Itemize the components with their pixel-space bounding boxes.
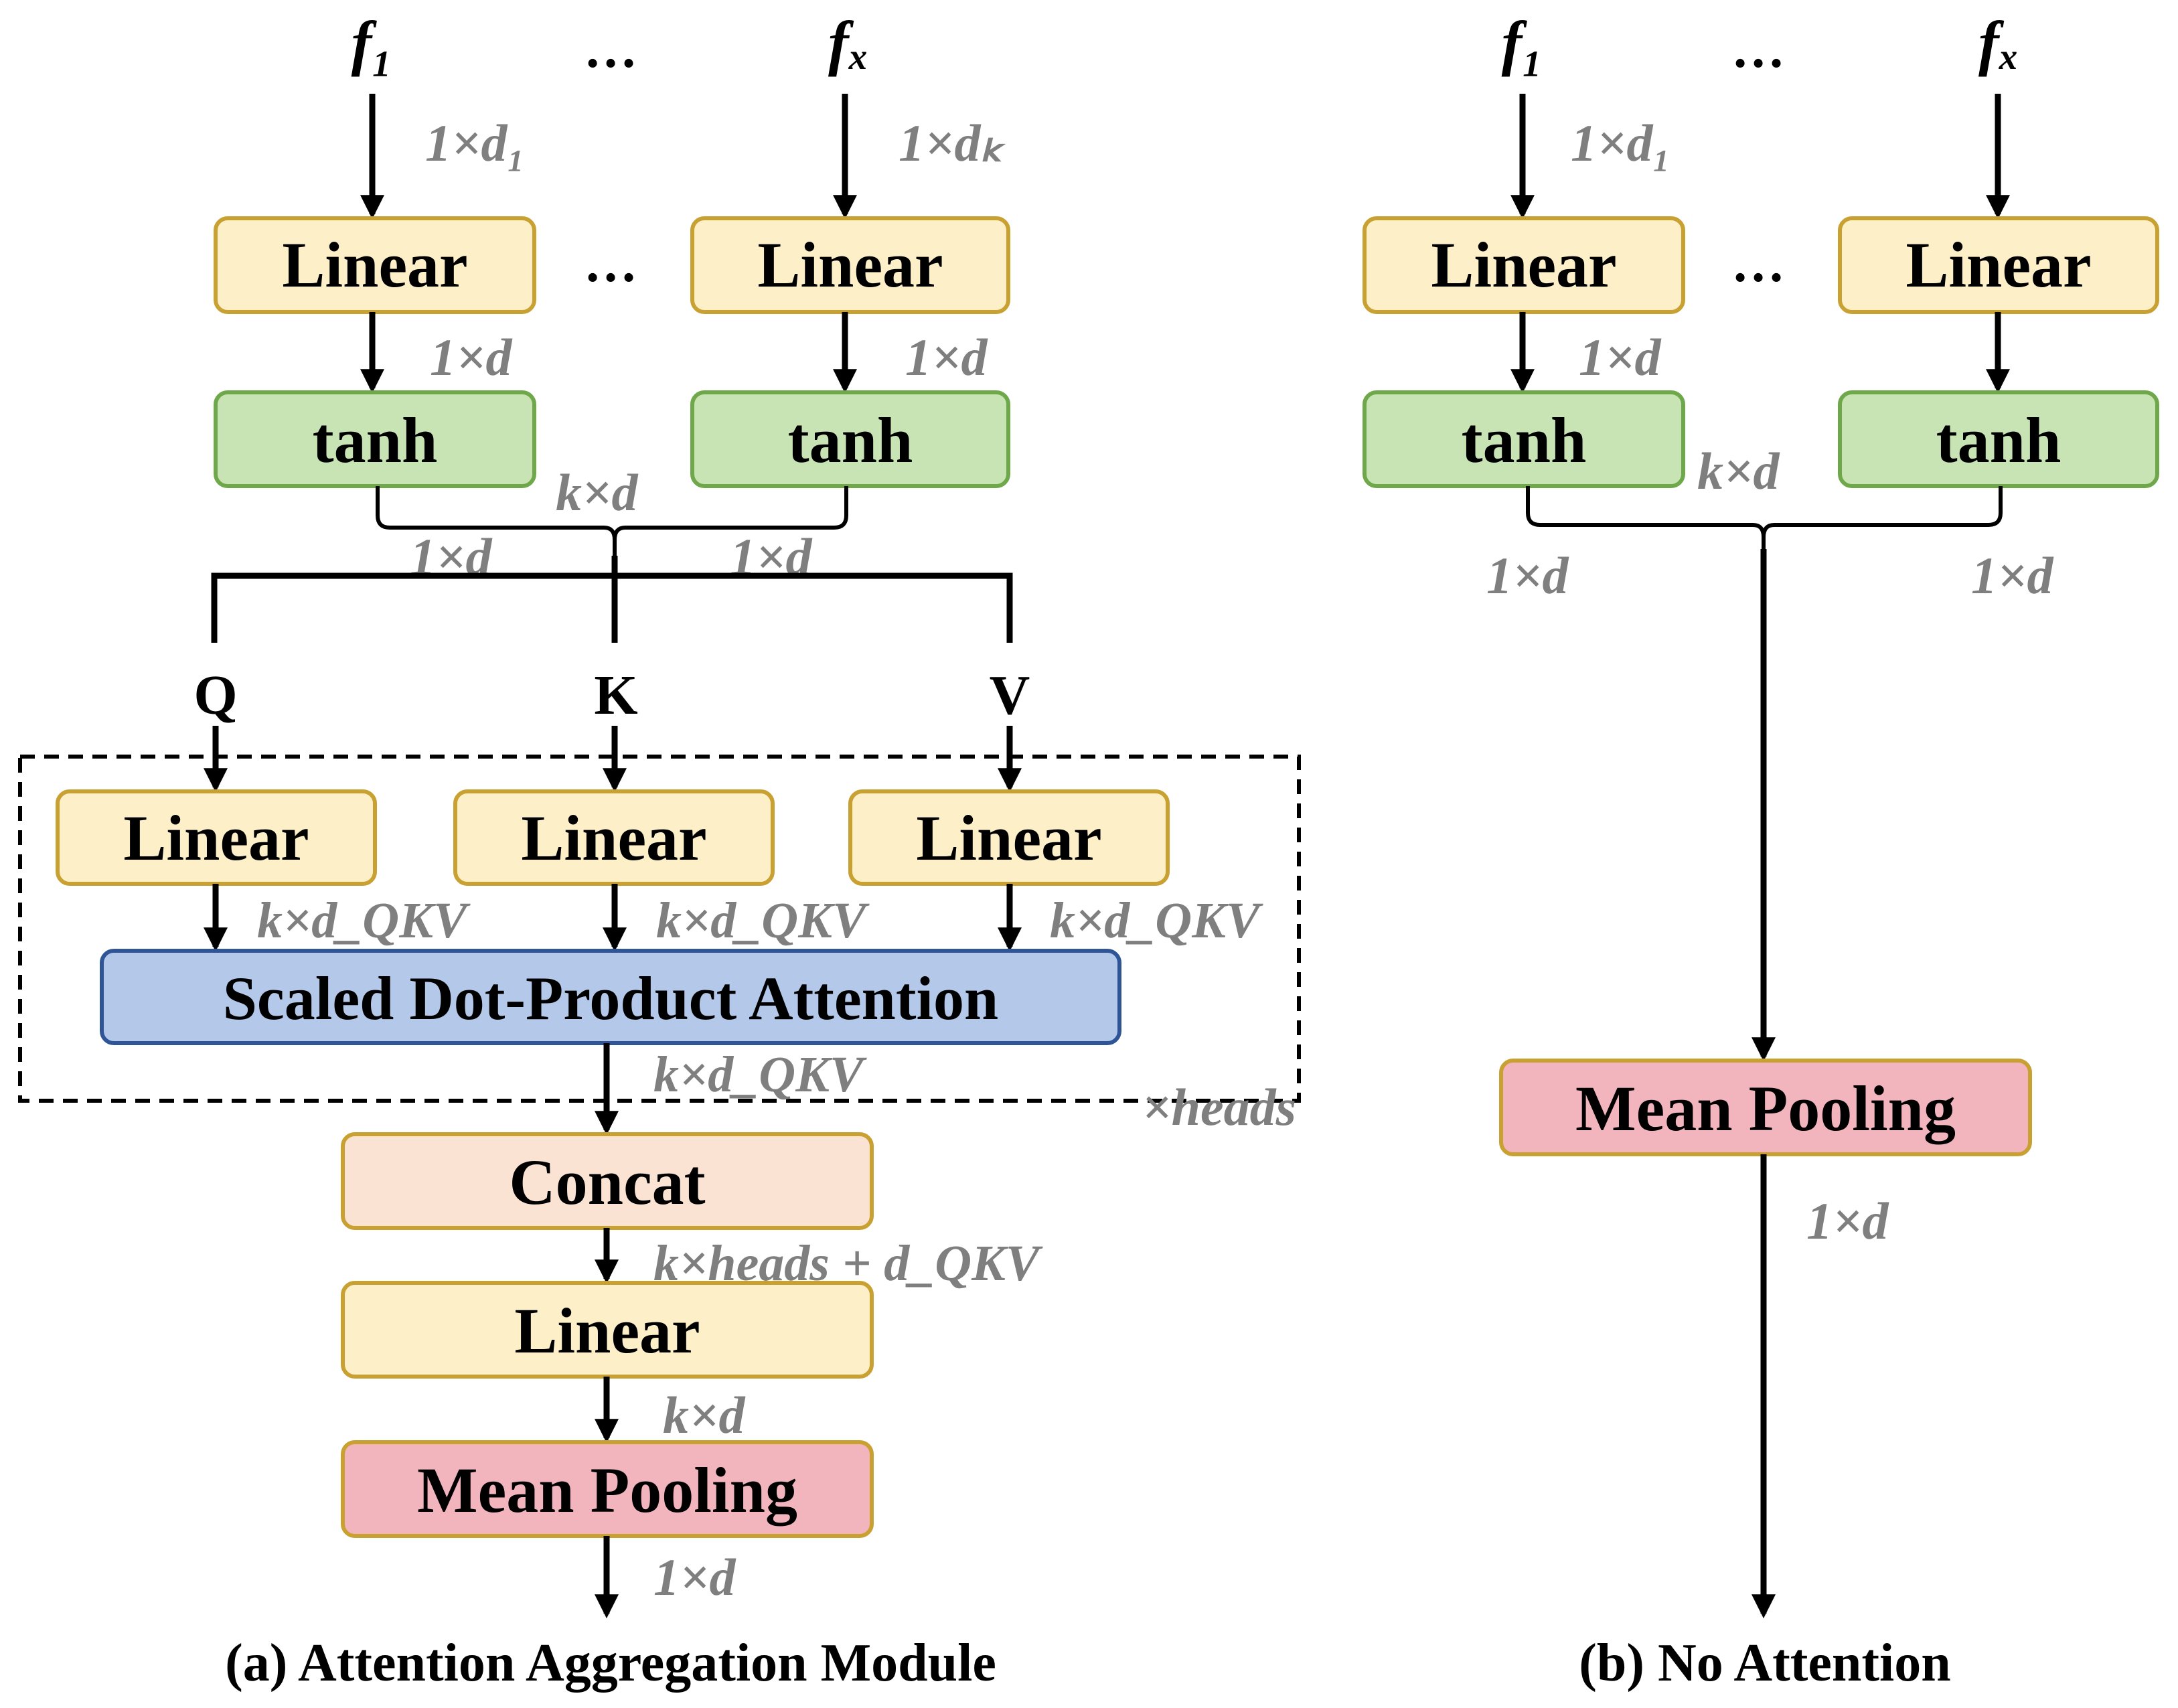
linear-box-label: Linear xyxy=(916,802,1101,874)
dim-label-branch-right: 1×d xyxy=(1971,546,2053,605)
concat-box: Concat xyxy=(341,1132,874,1230)
tanh-box-right: tanh xyxy=(690,390,1010,488)
tanh-box-label: tanh xyxy=(313,404,438,476)
mean-pooling-label: Mean Pooling xyxy=(417,1454,797,1526)
linear-box-q: Linear xyxy=(56,789,377,886)
linear-box-k: Linear xyxy=(453,789,775,886)
dim-label-qkv-v: k×d_QKV xyxy=(1050,892,1263,949)
input-f1-label: f₁ xyxy=(352,9,394,77)
q-label: Q xyxy=(193,664,237,726)
mean-pooling-box-b: Mean Pooling xyxy=(1499,1059,2032,1156)
dim-label-in-first: 1×d₁ xyxy=(425,114,526,172)
linear-box-label: Linear xyxy=(282,229,467,301)
tanh-box-label: tanh xyxy=(1462,404,1587,476)
dim-label-stack: k×d xyxy=(556,463,638,522)
concat-box-label: Concat xyxy=(509,1146,705,1218)
dim-label-in-first: 1×d₁ xyxy=(1571,114,1671,172)
tanh-box-right: tanh xyxy=(1838,390,2159,488)
dim-label-qkv-q: k×d_QKV xyxy=(257,892,471,949)
tanh-box-left: tanh xyxy=(214,390,536,488)
dim-label-stack: k×d xyxy=(1697,442,1780,500)
attention-box-label: Scaled Dot-Product Attention xyxy=(223,964,998,1032)
input-fx-label: fₓ xyxy=(1978,9,2020,77)
caption-a: (a) Attention Aggregation Module xyxy=(225,1634,996,1693)
k-label: K xyxy=(594,664,637,726)
linear-box-label: Linear xyxy=(1905,229,2091,301)
linear-box-label: Linear xyxy=(123,802,309,874)
linear-box-right: Linear xyxy=(1838,216,2159,314)
linear-box-right: Linear xyxy=(690,216,1010,314)
input-ellipsis: … xyxy=(584,20,637,79)
mean-pooling-box-a: Mean Pooling xyxy=(341,1440,874,1538)
tanh-box-left: tanh xyxy=(1363,390,1685,488)
v-label: V xyxy=(990,664,1030,726)
multi-head-region xyxy=(18,755,1301,1103)
input-fx-label: fₓ xyxy=(828,9,870,77)
mean-pooling-label: Mean Pooling xyxy=(1575,1073,1956,1144)
linear-box-final: Linear xyxy=(341,1281,874,1379)
caption-b: (b) No Attention xyxy=(1579,1634,1951,1693)
dim-label-branch-left: 1×d xyxy=(1486,546,1569,605)
panel-a: f₁ … fₓ 1×d₁ 1×dₖ Linear … Linear 1×d 1×… xyxy=(18,9,1301,1693)
dim-label-out-b: 1×d xyxy=(1806,1192,1889,1250)
linear-ellipsis: … xyxy=(584,234,637,293)
merge-brace xyxy=(1526,486,2003,556)
linear-box-label: Linear xyxy=(514,1295,700,1367)
input-f1-label: f₁ xyxy=(1502,9,1544,77)
dim-label-qkv-k: k×d_QKV xyxy=(656,892,870,949)
dim-label-after-linear-left: 1×d xyxy=(1579,328,1661,386)
dim-label-after-linear-right: 1×d xyxy=(905,328,988,386)
dim-label-in-last: 1×dₖ xyxy=(899,114,1006,172)
dim-label-after-linear-left: 1×d xyxy=(430,328,512,386)
attention-box: Scaled Dot-Product Attention xyxy=(100,949,1121,1045)
dim-label-after-final-linear: k×d xyxy=(663,1386,745,1444)
heads-label: ×heads xyxy=(1142,1078,1296,1136)
linear-box-label: Linear xyxy=(757,229,943,301)
panel-b: f₁ … fₓ 1×d₁ Linear … Linear 1×d tanh ta… xyxy=(1363,9,2159,1693)
dim-label-out-a: 1×d xyxy=(653,1548,736,1606)
linear-box-left: Linear xyxy=(214,216,536,314)
dim-label-attention-out: k×d_QKV xyxy=(653,1046,867,1103)
linear-ellipsis: … xyxy=(1731,234,1785,293)
input-ellipsis: … xyxy=(1731,20,1785,79)
linear-box-label: Linear xyxy=(521,802,706,874)
tanh-box-label: tanh xyxy=(1936,404,2062,476)
merge-brace xyxy=(376,486,848,556)
linear-box-label: Linear xyxy=(1431,229,1616,301)
linear-box-left: Linear xyxy=(1363,216,1685,314)
tanh-box-label: tanh xyxy=(788,404,913,476)
linear-box-v: Linear xyxy=(848,789,1170,886)
